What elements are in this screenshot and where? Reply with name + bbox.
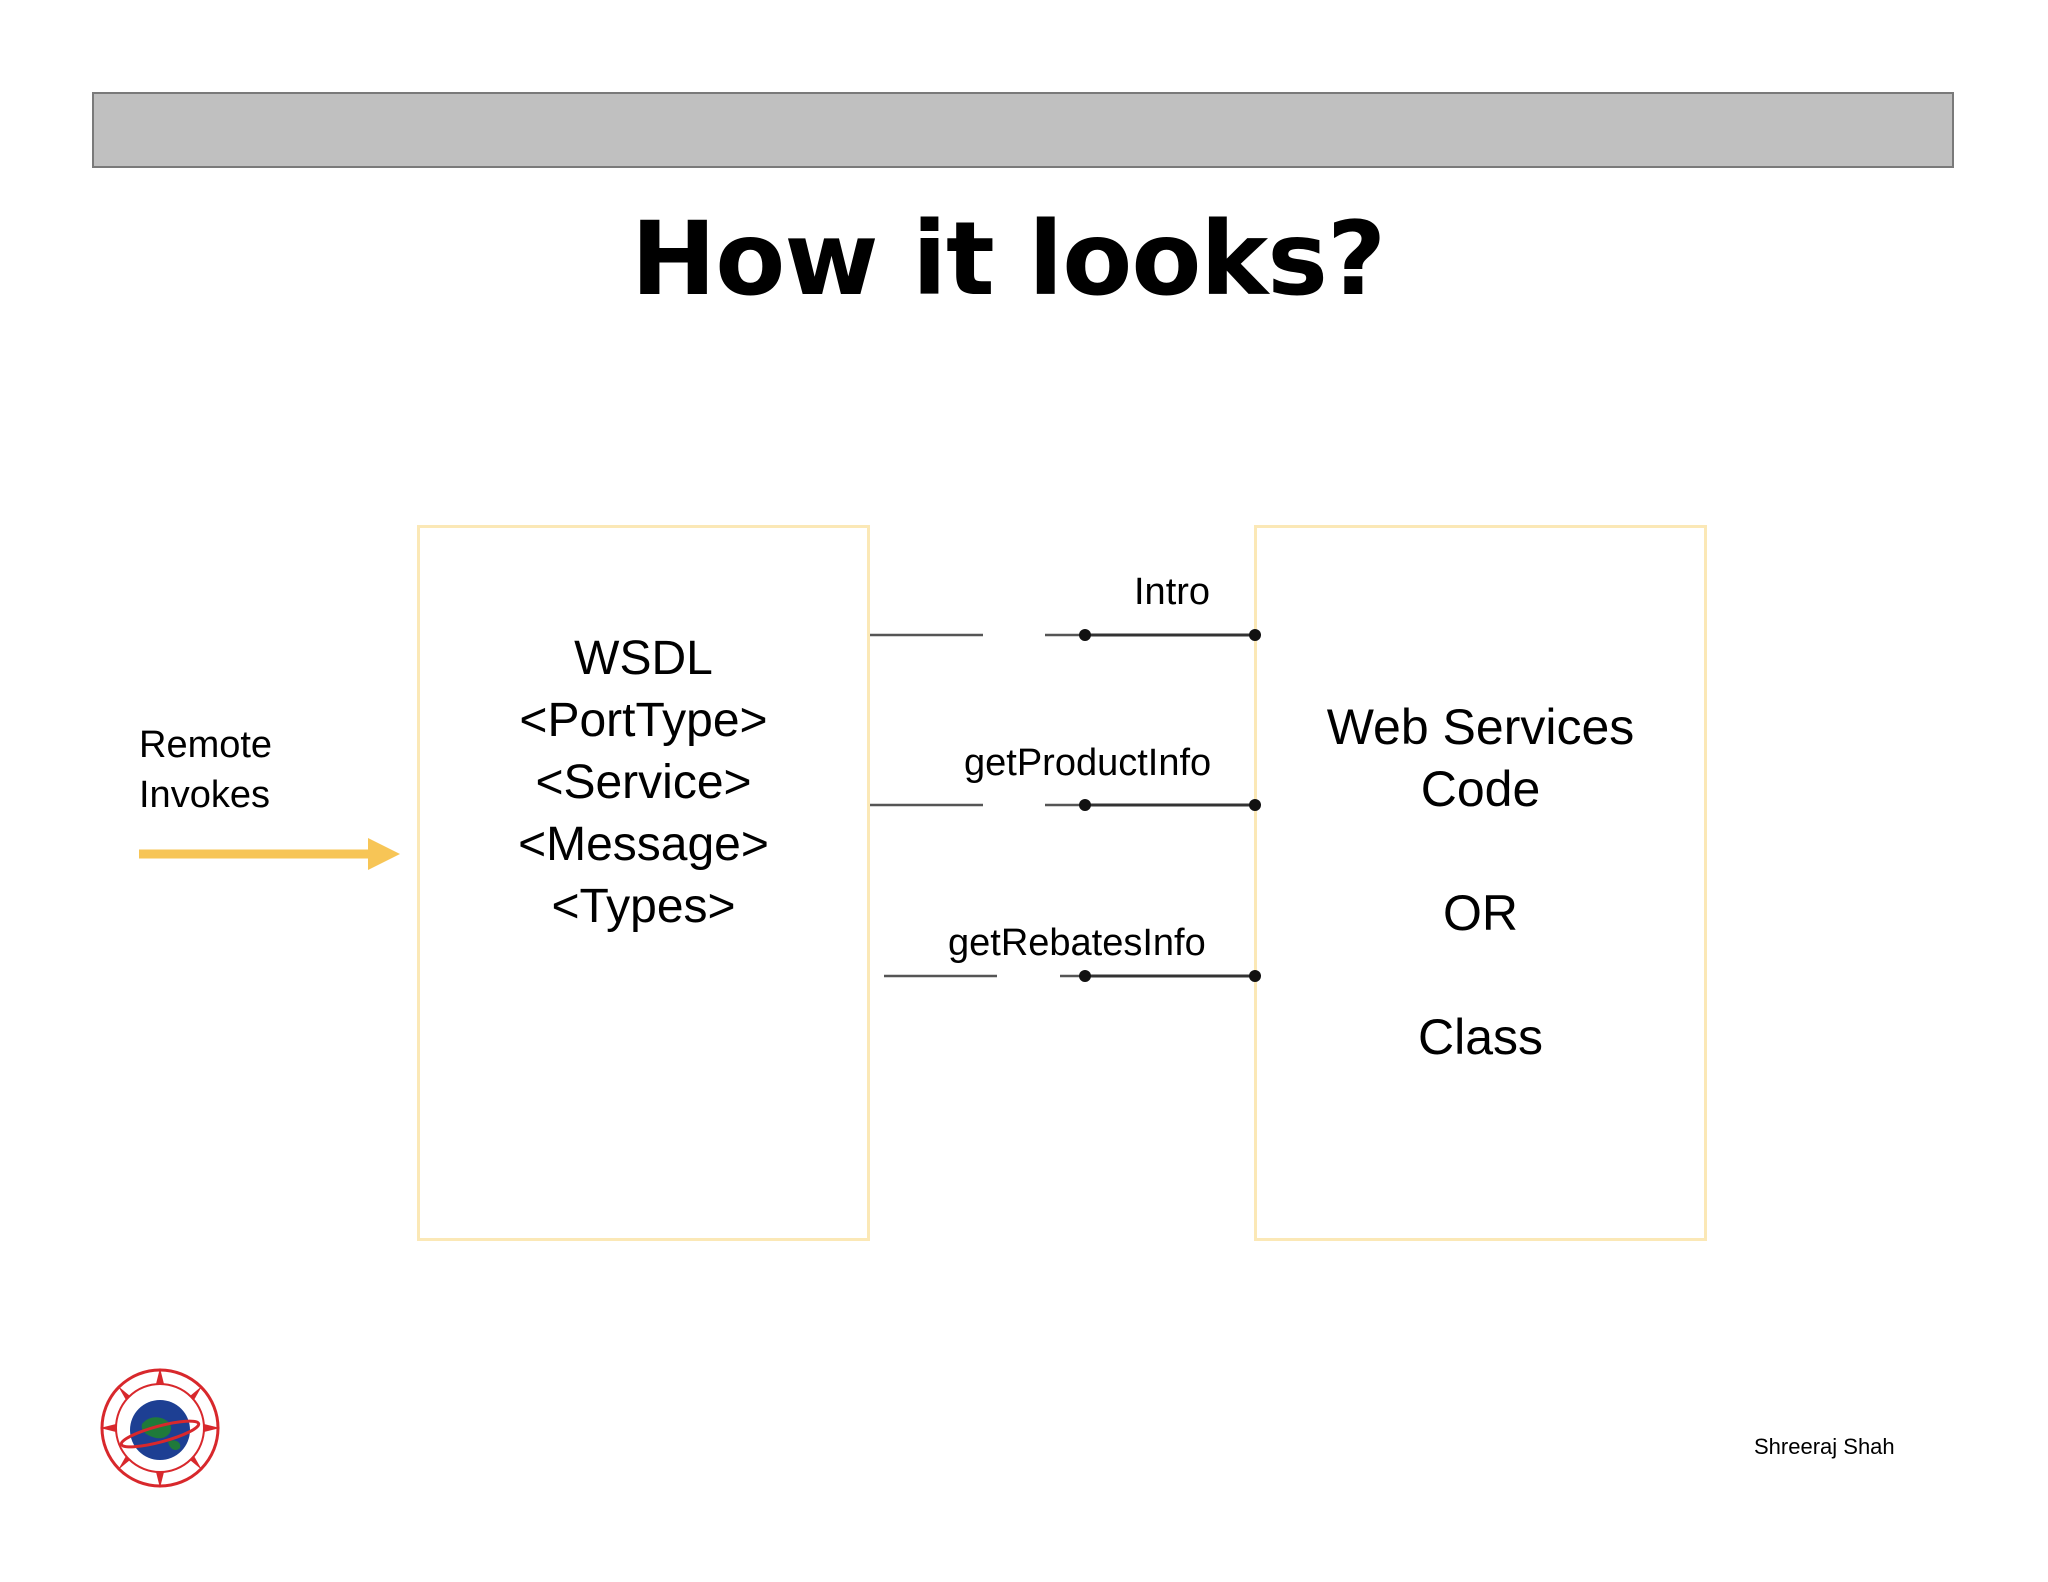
connector-getrebatesinfo-dot-left	[1079, 970, 1091, 982]
operation-label-getproductinfo: getProductInfo	[964, 742, 1212, 784]
org-seal-logo	[100, 1368, 220, 1488]
operation-label-intro: Intro	[1134, 571, 1211, 613]
wsdl-line-types: <Types>	[551, 880, 736, 933]
invoke-arrow-head	[368, 838, 400, 870]
wsdl-line-message: <Message>	[518, 818, 769, 871]
wsdl-line-title: WSDL	[574, 632, 713, 685]
connector-getproductinfo	[870, 799, 1261, 811]
connector-getproductinfo-dot-left	[1079, 799, 1091, 811]
slide-title: How it looks?	[630, 200, 1386, 319]
logo-sunburst	[100, 1368, 220, 1488]
operation-label-getrebatesinfo: getRebatesInfo	[948, 922, 1206, 964]
wsdl-box-text: WSDL <PortType> <Service> <Message> <Typ…	[417, 628, 870, 938]
remote-invokes-label: Remote Invokes	[139, 720, 272, 820]
web-services-box	[1254, 525, 1707, 1241]
web-services-box-text: Web Services Code OR Class	[1254, 696, 1707, 1068]
connector-getproductinfo-dot-right	[1249, 799, 1261, 811]
remote-label-line2: Invokes	[139, 774, 270, 816]
ws-line-or: OR	[1443, 885, 1518, 941]
author-signature: Shreeraj Shah	[1754, 1434, 1895, 1459]
connector-intro-dot-right	[1249, 629, 1261, 641]
invoke-arrow	[139, 838, 400, 870]
wsdl-line-service: <Service>	[535, 756, 752, 809]
connector-intro	[870, 629, 1261, 641]
ws-line-web-services: Web Services	[1326, 699, 1635, 755]
wsdl-box	[417, 525, 870, 1241]
connector-getrebatesinfo-dot-right	[1249, 970, 1261, 982]
connector-intro-dot-left	[1079, 629, 1091, 641]
header-bar	[92, 92, 1954, 168]
remote-label-line1: Remote	[139, 724, 273, 766]
connector-getrebatesinfo	[884, 970, 1261, 982]
ws-line-code: Code	[1420, 761, 1541, 817]
ws-line-class: Class	[1417, 1009, 1544, 1065]
wsdl-line-porttype: <PortType>	[519, 694, 768, 747]
